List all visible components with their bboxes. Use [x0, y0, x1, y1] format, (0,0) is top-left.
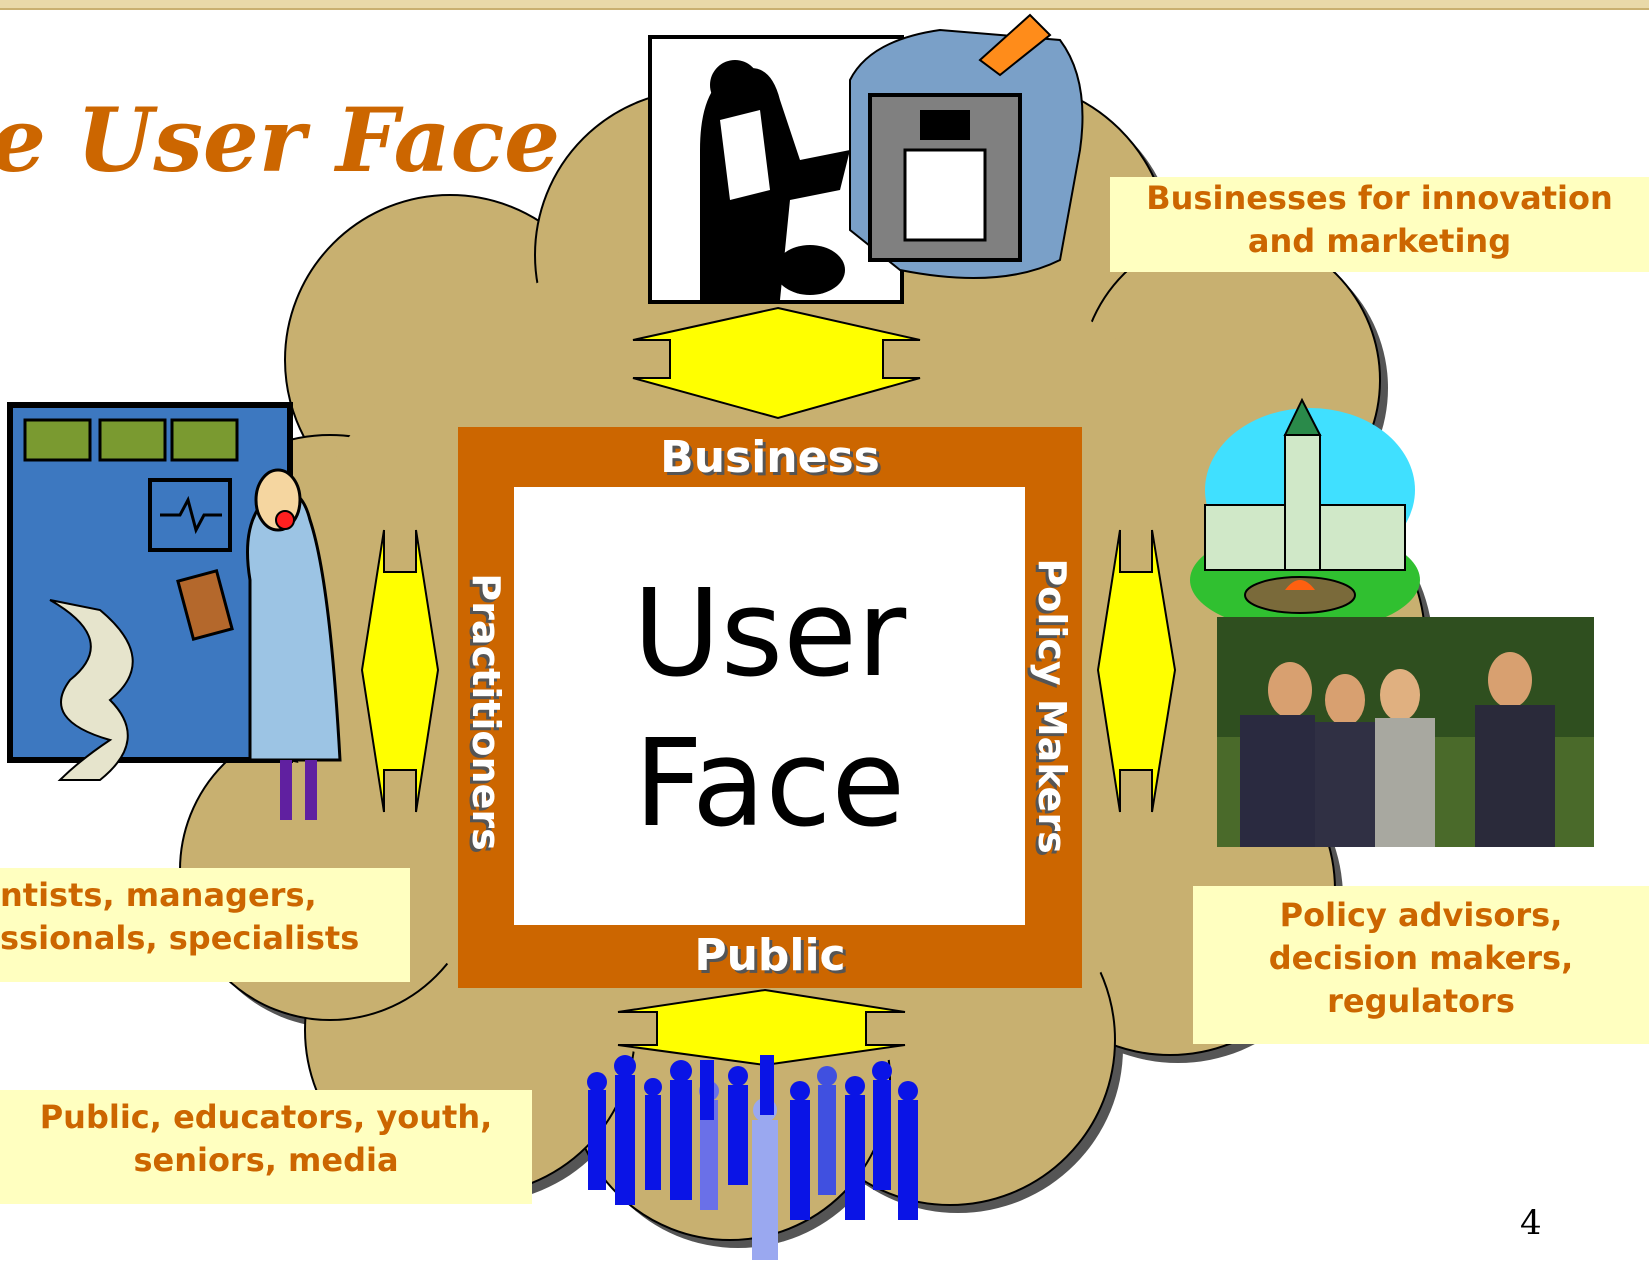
business-people-photo — [1217, 617, 1594, 847]
frame-label-public: Public — [694, 930, 846, 981]
center-text: User Face — [514, 560, 1025, 860]
callout-practitioners: ntists, managers, ssionals, specialists — [0, 868, 410, 982]
center-text-line2: Face — [633, 715, 906, 854]
callout-public: Public, educators, youth, seniors, media — [0, 1090, 532, 1204]
parliament-building-clipart — [1190, 397, 1420, 632]
crowd-silhouettes-clipart — [587, 1055, 918, 1260]
center-text-line1: User — [632, 565, 907, 704]
callout-policy-line1: Policy advisors, — [1279, 896, 1563, 934]
top-decorative-band — [0, 0, 1649, 10]
callout-public-line1: Public, educators, youth, — [39, 1098, 493, 1136]
callout-policy-line3: regulators — [1327, 982, 1515, 1020]
frame-label-business: Business — [660, 432, 880, 483]
technician-control-panel-clipart — [7, 402, 342, 820]
callout-policy: Policy advisors, decision makers, regula… — [1193, 886, 1649, 1044]
callout-practitioners-line2: ssionals, specialists — [0, 919, 360, 957]
callout-policy-line2: decision makers, — [1268, 939, 1574, 977]
arrow-top — [632, 306, 921, 420]
user-face-center-panel — [514, 487, 1025, 925]
callout-business-line1: Businesses for innovation — [1146, 179, 1613, 217]
callout-business: Businesses for innovation and marketing — [1110, 177, 1649, 272]
frame-label-practitioners: Practitioners — [464, 573, 508, 851]
callout-public-line2: seniors, media — [133, 1141, 399, 1179]
callout-practitioners-line1: ntists, managers, — [0, 876, 317, 914]
page-number: 4 — [1520, 1203, 1542, 1243]
machine-clipart — [849, 13, 1084, 279]
slide-title: e User Face — [0, 88, 561, 192]
arrow-left — [360, 529, 440, 813]
frame-label-policy-makers: Policy Makers — [1030, 558, 1074, 854]
arrow-right — [1096, 529, 1177, 813]
callout-business-line2: and marketing — [1247, 222, 1512, 260]
